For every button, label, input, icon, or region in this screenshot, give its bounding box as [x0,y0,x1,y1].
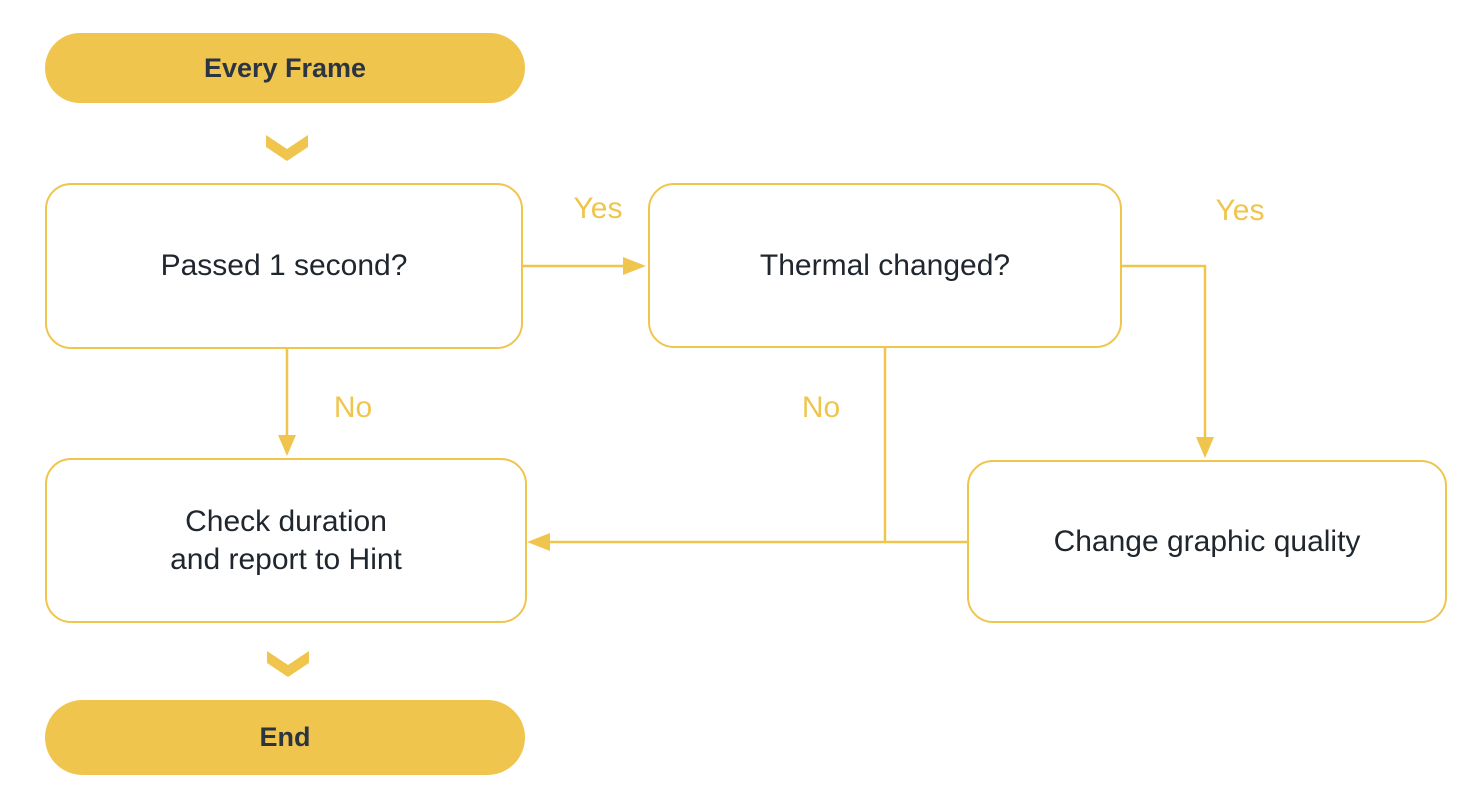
edge-label-passed-no: No [333,391,373,424]
node-check-duration: Check duration and report to Hint [45,458,527,623]
edge-passed-no-arrowhead [278,435,296,456]
edge-change-to-check-arrowhead [527,533,550,551]
node-thermal-changed: Thermal changed? [648,183,1122,348]
node-passed-1-second-label: Passed 1 second? [160,249,408,283]
node-end-label: End [259,722,311,752]
chevron-down-icon [267,651,309,677]
node-change-graphic-quality: Change graphic quality [967,460,1447,623]
chevron-down-icon [266,135,308,161]
edge-label-passed-yes: Yes [573,192,623,225]
node-passed-1-second: Passed 1 second? [45,183,523,349]
edge-passed-yes-arrowhead [623,257,646,275]
node-check-duration-label: Check duration and report to Hint [170,505,402,576]
node-change-graphic-quality-label: Change graphic quality [1053,524,1361,558]
node-thermal-changed-label: Thermal changed? [759,248,1011,282]
edge-label-thermal-no: No [801,391,841,424]
edge-thermal-yes-line [1122,264,1207,440]
node-start-label: Every Frame [203,52,367,83]
node-end: End [45,700,525,775]
edge-thermal-yes-arrowhead [1196,437,1214,458]
node-start: Every Frame [45,33,525,103]
edge-label-thermal-yes: Yes [1215,194,1265,227]
